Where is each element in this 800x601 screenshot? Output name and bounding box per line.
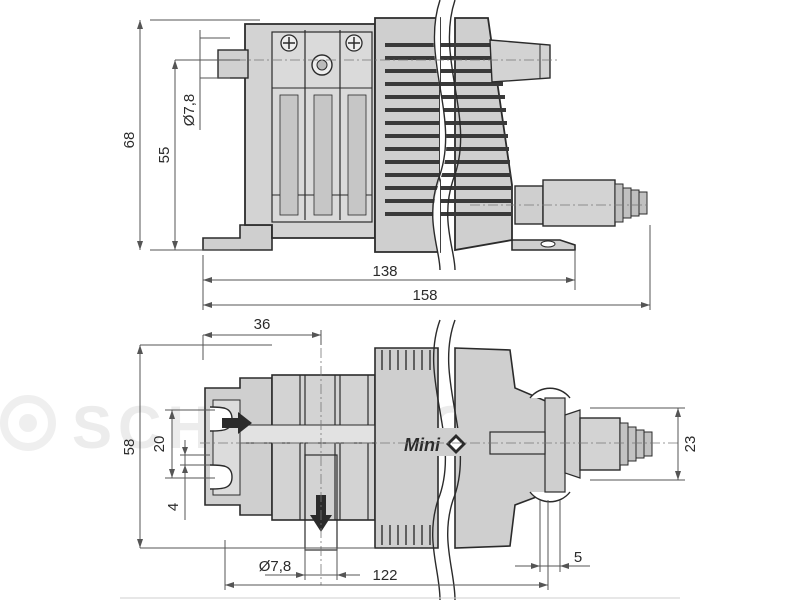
dim-port-diameter-top: Ø7,8 (181, 94, 198, 127)
dim-offset-36: 36 (254, 316, 271, 333)
inlet-flow-arrow-icon (222, 412, 252, 434)
dim-length-138: 138 (372, 263, 397, 280)
bottom-cable-gland (619, 422, 653, 466)
dim-width-58: 58 (121, 439, 138, 456)
bottom-connector (579, 417, 621, 471)
dimension-arrow-icon (137, 332, 681, 588)
top-outlet-nozzle (489, 39, 551, 83)
dim-port-diameter-bottom: Ø7,8 (259, 558, 292, 575)
dimension-arrow-icon (137, 20, 650, 308)
watermark-logo-icon (0, 395, 56, 451)
dim-offset-4: 4 (165, 503, 182, 511)
dim-length-158: 158 (412, 287, 437, 304)
mounting-slot-icon (529, 491, 571, 503)
break-line (446, 0, 462, 271)
brand-logo: Mini (400, 428, 466, 456)
screw-icon (345, 34, 363, 52)
top-dimension-lines (139, 19, 651, 310)
dim-height-overall: 68 (121, 132, 138, 149)
top-cable-connector (542, 179, 616, 227)
screw-icon (280, 34, 298, 52)
dim-length-122: 122 (372, 567, 397, 584)
dim-spacing-5: 5 (574, 549, 582, 566)
break-line (431, 0, 447, 271)
mounting-slot-icon (209, 464, 233, 490)
top-inlet-stub (217, 49, 249, 79)
break-line (432, 319, 447, 601)
centerline (200, 59, 650, 206)
logo-text: Mini (404, 435, 441, 455)
dim-spacing-20: 20 (151, 436, 168, 453)
break-line (447, 319, 462, 601)
top-cable-gland (614, 183, 648, 223)
dim-height-inner: 55 (156, 147, 173, 164)
mounting-slot-icon (529, 387, 571, 399)
centerline (200, 330, 680, 585)
dim-connector-23: 23 (682, 436, 699, 453)
